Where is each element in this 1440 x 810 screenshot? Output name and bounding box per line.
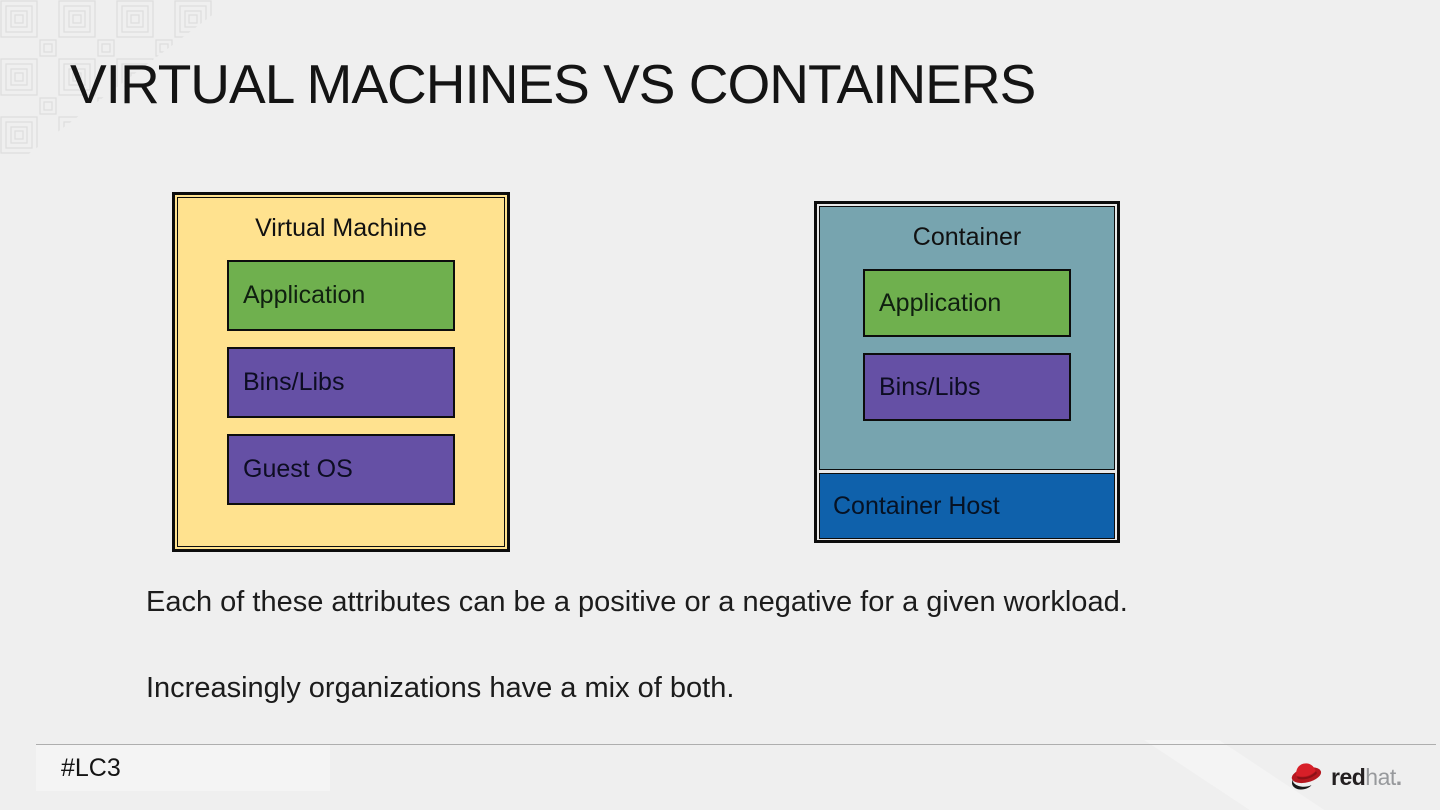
redhat-logo: redhat. [1286,756,1402,798]
container-layer-bins-libs: Bins/Libs [863,353,1071,421]
vm-layer-bins-libs: Bins/Libs [227,347,455,418]
slide-title: VIRTUAL MACHINES VS CONTAINERS [70,53,1036,115]
redhat-wordmark: redhat. [1331,764,1402,791]
redhat-wordmark-hat: hat [1365,763,1396,790]
body-text-line2: Increasingly organizations have a mix of… [146,672,735,704]
container-diagram-box: Container Application Bins/Libs Containe… [814,201,1120,543]
vm-title: Virtual Machine [255,214,427,242]
body-text-line1: Each of these attributes can be a positi… [146,586,1128,618]
hashtag-label: #LC3 [61,753,121,782]
vm-layer-application: Application [227,260,455,331]
vm-diagram-box: Virtual Machine Application Bins/Libs Gu… [172,192,510,552]
container-layer-application: Application [863,269,1071,337]
vm-diagram-inner: Virtual Machine Application Bins/Libs Gu… [177,197,505,547]
footer-divider [36,744,1436,745]
redhat-wordmark-dot: . [1395,763,1402,790]
container-host-bar: Container Host [819,473,1115,539]
container-section: Container Application Bins/Libs [819,206,1115,470]
redhat-wordmark-red: red [1331,763,1366,790]
vm-layer-guest-os: Guest OS [227,434,455,505]
hashtag-badge: #LC3 [36,745,330,791]
container-title: Container [912,223,1022,251]
redhat-fedora-icon [1291,763,1322,790]
